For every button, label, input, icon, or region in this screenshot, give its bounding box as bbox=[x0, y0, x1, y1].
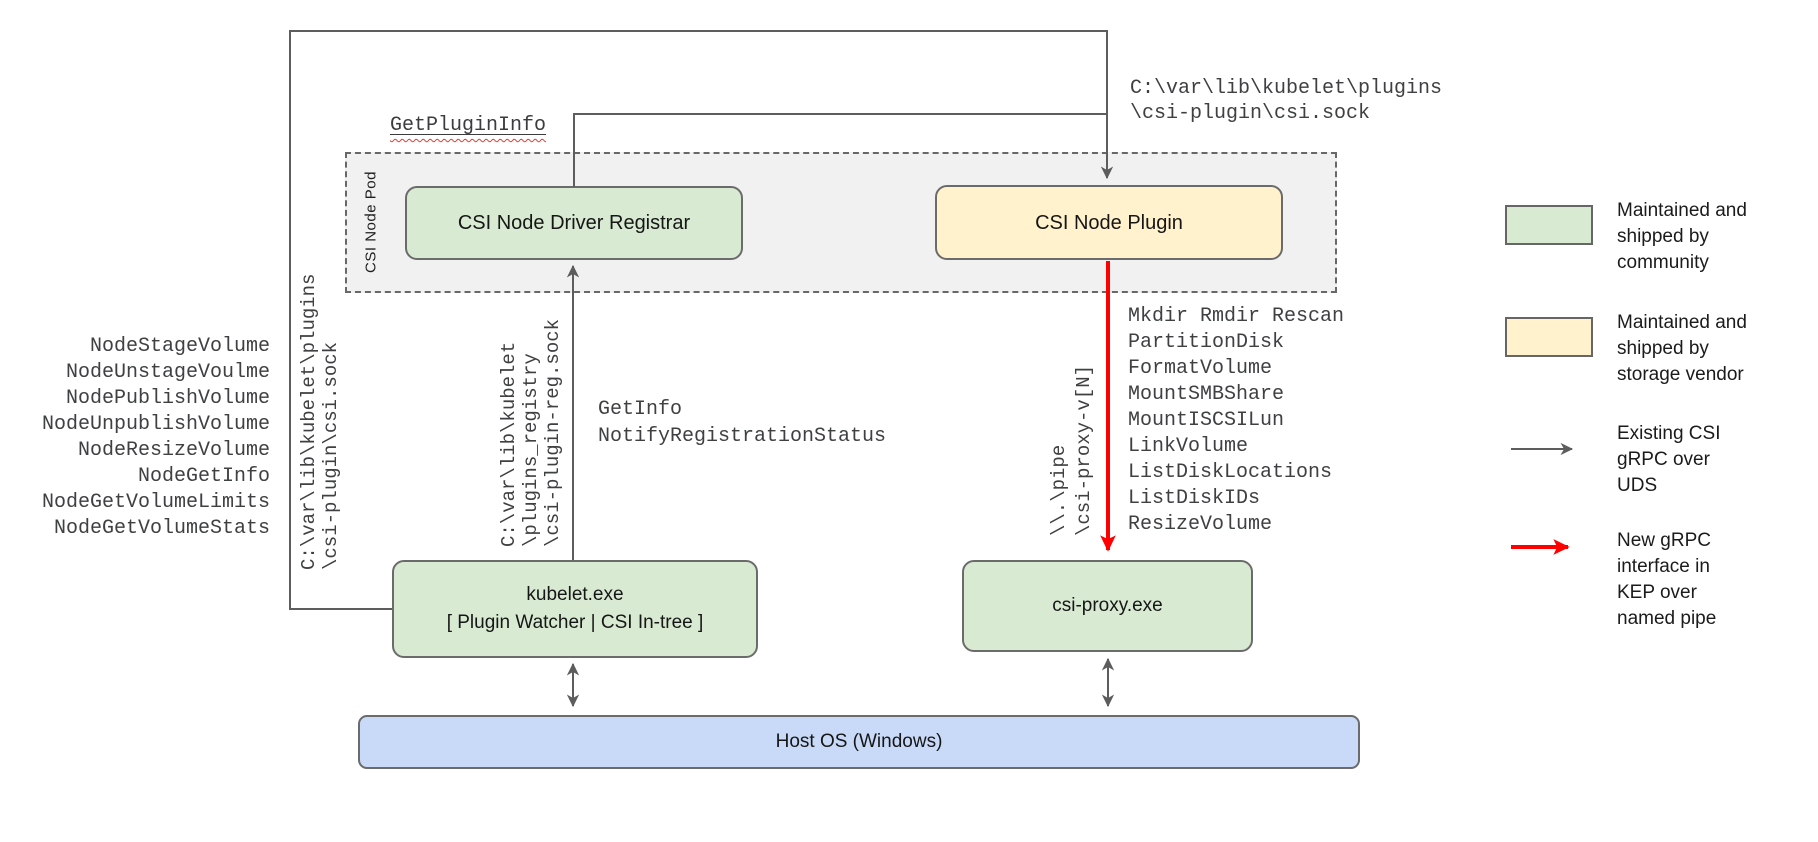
legend-community-text: Maintained and shipped by community bbox=[1617, 200, 1747, 273]
list-item: NodeUnpublishVolume bbox=[41, 413, 270, 436]
host-os-box: Host OS (Windows) bbox=[358, 715, 1360, 769]
list-item: NodeResizeVolume bbox=[77, 439, 270, 462]
list-item: MountISCSILun bbox=[1128, 409, 1285, 432]
get-plugin-info-label: GetPluginInfo bbox=[390, 114, 547, 137]
kubelet-label: kubelet.exe [ Plugin Watcher | CSI In-tr… bbox=[446, 584, 704, 633]
registration-calls-label: GetInfo NotifyRegistrationStatus bbox=[598, 398, 887, 448]
csi-sock-path-left-rotated: C:\var\lib\kubelet\plugins \csi-plugin\c… bbox=[298, 273, 342, 570]
csi-proxy-box: csi-proxy.exe bbox=[962, 560, 1253, 652]
csi-sock-path-top: C:\var\lib\kubelet\plugins \csi-plugin\c… bbox=[1130, 77, 1443, 125]
list-item: NodeGetVolumeLimits bbox=[41, 491, 270, 514]
list-item: PartitionDisk bbox=[1128, 331, 1285, 354]
list-item: NodeGetInfo bbox=[137, 465, 270, 488]
list-item: NodeGetVolumeStats bbox=[53, 517, 270, 540]
legend-vendor-text: Maintained and shipped by storage vendor bbox=[1617, 312, 1747, 385]
csi-proxy-label: csi-proxy.exe bbox=[1052, 595, 1163, 616]
legend-community-swatch bbox=[1505, 205, 1593, 245]
csi-node-driver-registrar-label: CSI Node Driver Registrar bbox=[457, 212, 691, 234]
list-item: NodePublishVolume bbox=[65, 387, 270, 410]
list-item: ListDiskIDs bbox=[1128, 487, 1261, 510]
legend-namedpipe-text: New gRPC interface in KEP over named pip… bbox=[1617, 530, 1717, 629]
kubelet-box: kubelet.exe [ Plugin Watcher | CSI In-tr… bbox=[392, 560, 758, 658]
node-calls-list: NodeStageVolume NodeUnstageVoulme NodePu… bbox=[42, 334, 270, 542]
list-item: Mkdir Rmdir Rescan bbox=[1128, 305, 1345, 328]
legend-vendor-swatch bbox=[1505, 317, 1593, 357]
csi-node-driver-registrar-box: CSI Node Driver Registrar bbox=[405, 186, 743, 260]
named-pipe-path-rotated: \\.\pipe \csi-proxy-v[N] bbox=[1048, 364, 1095, 536]
plugin-reg-sock-path-rotated: C:\var\lib\kubelet \plugins_registry \cs… bbox=[498, 318, 564, 547]
list-item: ResizeVolume bbox=[1128, 513, 1273, 536]
csi-node-plugin-box: CSI Node Plugin bbox=[935, 185, 1283, 260]
list-item: NodeStageVolume bbox=[89, 335, 270, 358]
host-os-label: Host OS (Windows) bbox=[775, 731, 943, 752]
csi-node-pod-label: CSI Node Pod bbox=[362, 171, 380, 273]
list-item: ListDiskLocations bbox=[1128, 461, 1333, 484]
proxy-calls-list: Mkdir Rmdir Rescan PartitionDisk FormatV… bbox=[1128, 304, 1344, 538]
csi-node-plugin-label: CSI Node Plugin bbox=[1035, 211, 1183, 234]
list-item: LinkVolume bbox=[1128, 435, 1249, 458]
legend-uds-text: Existing CSI gRPC over UDS bbox=[1617, 423, 1721, 496]
list-item: NodeUnstageVoulme bbox=[65, 361, 270, 384]
list-item: FormatVolume bbox=[1128, 357, 1273, 380]
list-item: MountSMBShare bbox=[1128, 383, 1285, 406]
